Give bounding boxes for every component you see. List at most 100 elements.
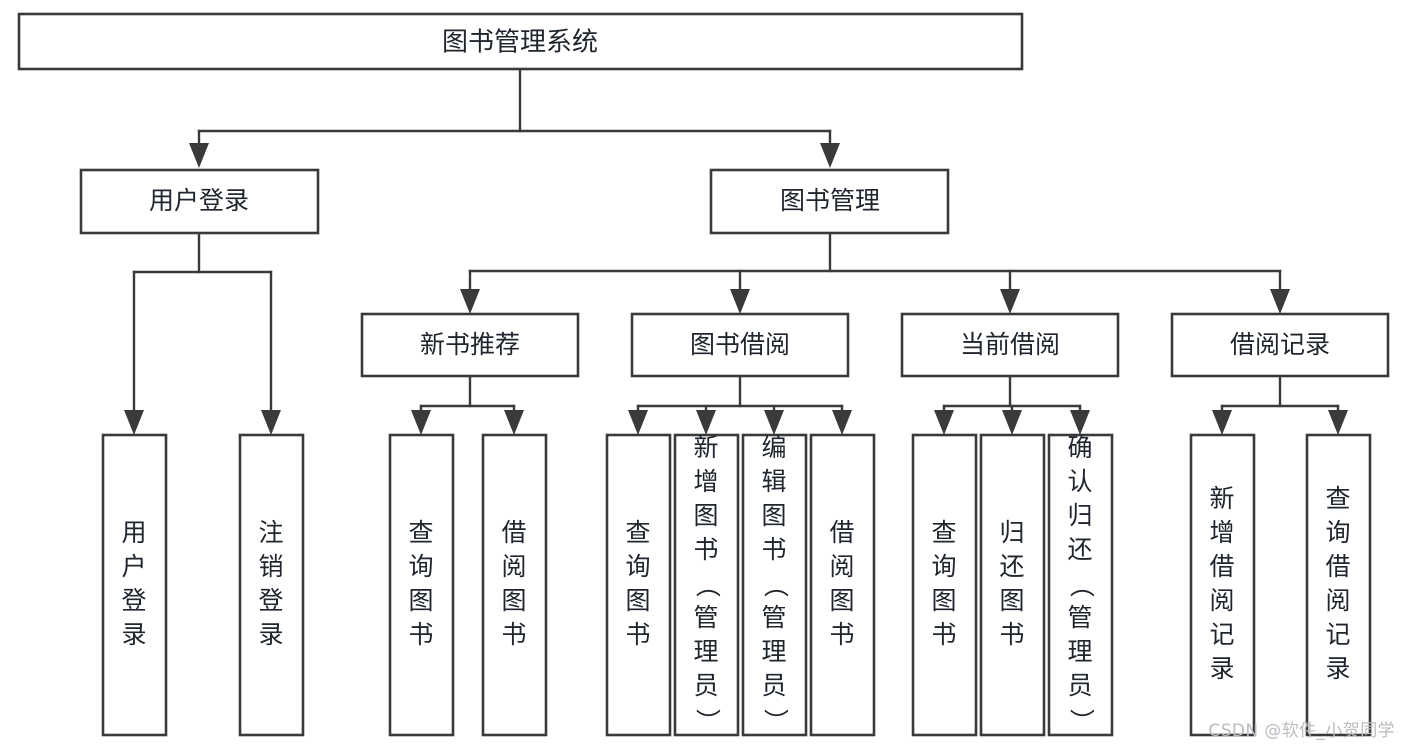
node-current-borrow-box[interactable] — [900, 312, 1120, 378]
node-leaf-borrow-book-1-box[interactable] — [481, 433, 548, 737]
svg-text:编: 编 — [761, 433, 786, 462]
svg-text:书: 书 — [625, 620, 650, 649]
svg-text:销: 销 — [258, 552, 283, 581]
svg-text:登: 登 — [121, 586, 146, 615]
csdn-watermark: CSDN @软件_小贺同学 — [1208, 721, 1395, 741]
node-leaf-query-book-1-box[interactable] — [388, 433, 455, 737]
arrowhead-leaf-borrow-book-2 — [832, 410, 852, 435]
node-book-borrow[interactable]: 图书借阅 — [630, 312, 850, 378]
svg-text:增: 增 — [1209, 518, 1234, 547]
svg-text:员: 员 — [761, 671, 786, 700]
svg-text:书: 书 — [693, 535, 718, 564]
svg-text:借: 借 — [829, 518, 854, 547]
node-leaf-return-book-box[interactable] — [979, 433, 1046, 737]
svg-text:图: 图 — [761, 501, 786, 530]
node-user-login-label: 用户登录 — [149, 186, 249, 215]
svg-text:确: 确 — [1067, 433, 1092, 462]
arrowhead-leaf-confirm-return — [1070, 410, 1090, 435]
node-user-login[interactable]: 用户登录 — [79, 168, 320, 235]
node-new-book-recommend-label: 新书推荐 — [420, 330, 520, 359]
svg-text:书: 书 — [931, 620, 956, 649]
svg-text:录: 录 — [1325, 654, 1350, 683]
svg-text:）: ） — [693, 708, 722, 733]
svg-text:户: 户 — [121, 552, 146, 581]
svg-text:新: 新 — [693, 433, 718, 462]
arrowhead-leaf-add-record — [1212, 410, 1232, 435]
node-borrow-record-box[interactable] — [1170, 312, 1390, 378]
node-current-borrow-label: 当前借阅 — [960, 330, 1060, 359]
svg-text:记: 记 — [1325, 620, 1350, 649]
svg-text:员: 员 — [1067, 671, 1092, 700]
svg-text:借: 借 — [501, 518, 526, 547]
svg-text:阅: 阅 — [501, 552, 526, 581]
node-new-book-recommend-box[interactable] — [360, 312, 580, 378]
svg-text:管: 管 — [1067, 603, 1092, 632]
arrowhead-leaf-return-book — [1002, 410, 1022, 435]
arrowhead-book-borrow — [730, 289, 750, 314]
leaf-node-group — [101, 433, 1372, 737]
node-book-management-label: 图书管理 — [780, 186, 880, 215]
svg-text:图: 图 — [999, 586, 1024, 615]
arrowhead-leaf-query-record — [1328, 410, 1348, 435]
svg-text:书: 书 — [829, 620, 854, 649]
svg-text:认: 认 — [1067, 467, 1092, 496]
svg-text:注: 注 — [258, 518, 283, 547]
svg-text:还: 还 — [999, 552, 1024, 581]
svg-text:阅: 阅 — [1209, 586, 1234, 615]
node-borrow-record-label: 借阅记录 — [1230, 330, 1330, 359]
svg-text:阅: 阅 — [1325, 586, 1350, 615]
node-book-management[interactable]: 图书管理 — [709, 168, 950, 235]
node-leaf-user-login-box[interactable] — [101, 433, 168, 737]
svg-text:记: 记 — [1209, 620, 1234, 649]
svg-text:（: （ — [693, 572, 722, 597]
svg-text:查: 查 — [931, 518, 956, 547]
svg-text:（: （ — [761, 572, 790, 597]
arrowhead-book-management — [820, 143, 840, 168]
node-user-login-box[interactable] — [79, 168, 320, 235]
node-book-borrow-box[interactable] — [630, 312, 850, 378]
svg-text:新: 新 — [1209, 484, 1234, 513]
svg-text:）: ） — [1067, 708, 1096, 733]
svg-text:查: 查 — [625, 518, 650, 547]
node-root-box[interactable] — [17, 12, 1024, 71]
connector-layer — [124, 67, 1348, 435]
node-leaf-query-book-2-box[interactable] — [605, 433, 672, 737]
arrowhead-leaf-query-book-1 — [411, 410, 431, 435]
node-new-book-recommend[interactable]: 新书推荐 — [360, 312, 580, 378]
svg-text:登: 登 — [258, 586, 283, 615]
node-leaf-add-record-box[interactable] — [1189, 433, 1256, 737]
svg-text:查: 查 — [1325, 484, 1350, 513]
node-leaf-confirm-return-box[interactable] — [1047, 433, 1114, 737]
svg-text:归: 归 — [1067, 501, 1092, 530]
svg-text:辑: 辑 — [761, 467, 786, 496]
node-root[interactable]: 图书管理系统 — [17, 12, 1024, 71]
svg-text:图: 图 — [501, 586, 526, 615]
arrowhead-leaf-logout-login — [261, 410, 281, 435]
node-leaf-edit-book-box[interactable] — [741, 433, 808, 737]
svg-text:用: 用 — [121, 518, 146, 547]
node-leaf-query-record-box[interactable] — [1305, 433, 1372, 737]
arrowhead-leaf-query-book-2 — [628, 410, 648, 435]
svg-text:增: 增 — [693, 467, 718, 496]
svg-text:图: 图 — [408, 586, 433, 615]
node-leaf-query-book-3-box[interactable] — [911, 433, 978, 737]
svg-text:管: 管 — [761, 603, 786, 632]
svg-text:询: 询 — [408, 552, 433, 581]
svg-text:图: 图 — [693, 501, 718, 530]
svg-text:询: 询 — [1325, 518, 1350, 547]
svg-text:图: 图 — [625, 586, 650, 615]
svg-text:员: 员 — [693, 671, 718, 700]
node-current-borrow[interactable]: 当前借阅 — [900, 312, 1120, 378]
svg-text:图: 图 — [931, 586, 956, 615]
arrowhead-leaf-edit-book — [764, 410, 784, 435]
svg-text:理: 理 — [1067, 637, 1092, 666]
node-leaf-logout-login-box[interactable] — [238, 433, 305, 737]
svg-text:归: 归 — [999, 518, 1024, 547]
node-leaf-borrow-book-2-box[interactable] — [809, 433, 876, 737]
arrowhead-leaf-user-login — [124, 410, 144, 435]
node-borrow-record[interactable]: 借阅记录 — [1170, 312, 1390, 378]
node-book-management-box[interactable] — [709, 168, 950, 235]
node-leaf-add-book-box[interactable] — [673, 433, 740, 737]
